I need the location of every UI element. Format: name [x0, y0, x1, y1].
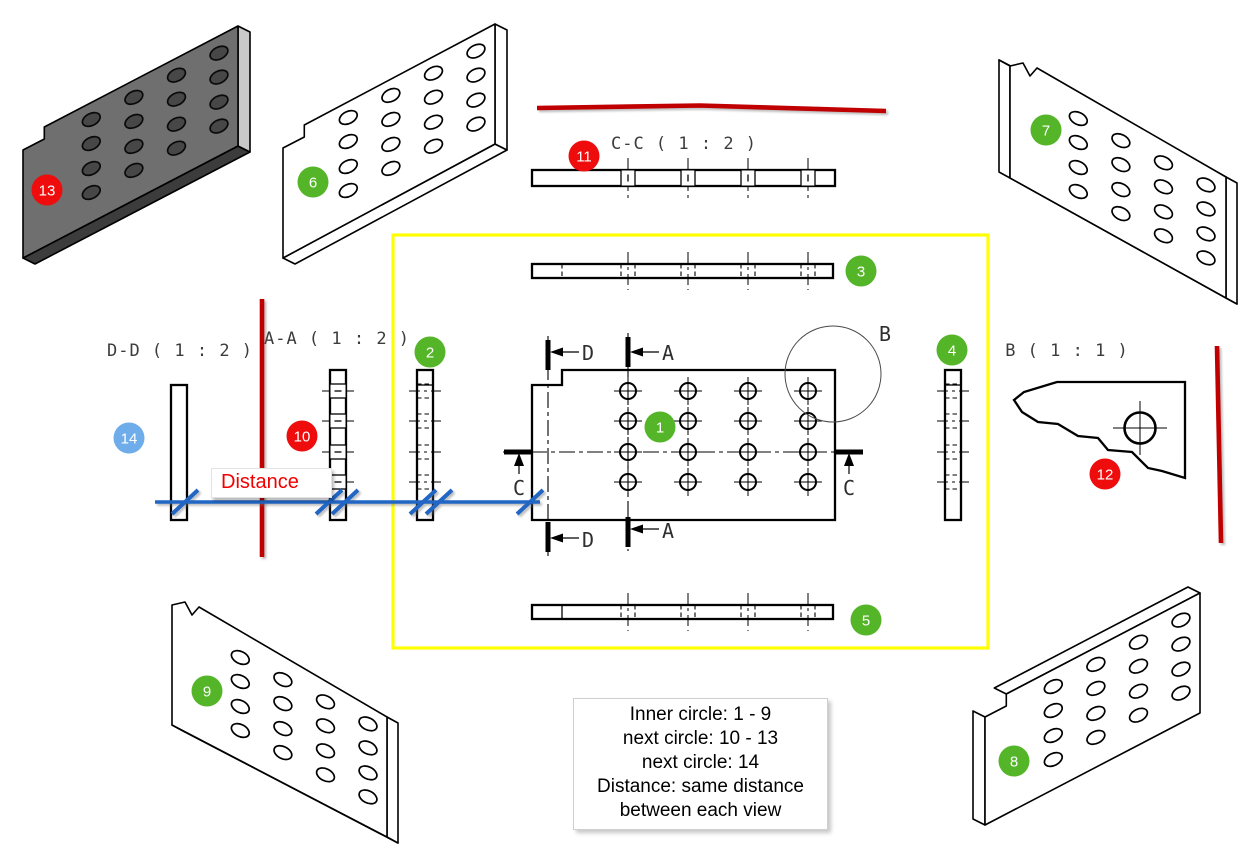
plate-7-holes	[1068, 110, 1216, 266]
badge-14: 14	[113, 422, 145, 454]
plate-8-holes	[1043, 612, 1191, 768]
badge-6: 6	[297, 166, 329, 198]
note-line-2: next circle: 10 - 13	[622, 728, 779, 749]
section-view-cc: C-C ( 1 : 2 )	[530, 134, 837, 198]
note-line-1: Inner circle: 1 - 9	[629, 704, 772, 725]
section-letter-d-bottom: D	[582, 528, 594, 552]
svg-text:4: 4	[948, 343, 956, 360]
svg-text:9: 9	[203, 684, 211, 701]
iso-plate-8	[972, 586, 1201, 826]
badge-7: 7	[1030, 114, 1062, 146]
distance-annotation	[155, 488, 545, 516]
left-side-view-strip	[409, 368, 441, 522]
svg-text:12: 12	[1097, 467, 1114, 484]
plate-9-holes	[230, 649, 378, 805]
svg-text:11: 11	[576, 149, 592, 166]
badge-8: 8	[998, 745, 1030, 777]
marker-lines	[259, 103, 1224, 557]
top-view-strip	[530, 252, 835, 290]
bottom-view-strip	[530, 593, 835, 631]
detail-circle-b	[784, 325, 882, 423]
badge-13: 13	[31, 174, 63, 206]
svg-text:2: 2	[426, 345, 434, 362]
note-box: Inner circle: 1 - 9 next circle: 10 - 13…	[573, 698, 828, 830]
right-side-view-strip	[937, 368, 969, 522]
iso-plate-13	[22, 25, 251, 265]
svg-text:1: 1	[656, 420, 664, 437]
section-view-aa: A-A ( 1 : 2 )	[264, 329, 410, 522]
iso-plate-6	[282, 23, 508, 265]
section-letter-a-top: A	[662, 341, 674, 365]
plate-6-holes	[338, 43, 486, 199]
badge-1: 1	[644, 411, 676, 443]
iso-plate-9	[171, 601, 399, 844]
badge-9: 9	[191, 675, 223, 707]
svg-text:10: 10	[294, 429, 311, 446]
section-letter-c-left: C	[513, 476, 525, 500]
section-letter-d-top: D	[582, 341, 594, 365]
badge-5: 5	[850, 604, 882, 636]
label-aa: A-A ( 1 : 2 )	[264, 329, 410, 349]
iso-plate-7	[998, 59, 1238, 305]
red-marker-line-top	[536, 103, 887, 114]
main-front-view: D A D A C C B	[503, 322, 891, 556]
note-line-4: Distance: same distance	[597, 776, 804, 797]
badge-12: 12	[1089, 458, 1121, 490]
section-letter-c-right: C	[843, 476, 855, 500]
plate-13-holes	[81, 45, 229, 201]
badge-3: 3	[845, 255, 877, 287]
svg-text:14: 14	[121, 431, 138, 448]
red-marker-line-right	[1214, 345, 1224, 544]
badge-2: 2	[414, 336, 446, 368]
section-letter-a-bottom: A	[662, 519, 674, 543]
svg-text:5: 5	[862, 613, 870, 630]
badge-4: 4	[936, 334, 968, 366]
distance-label-text: Distance	[221, 471, 299, 493]
svg-text:7: 7	[1042, 123, 1050, 140]
main-view-holes	[614, 377, 822, 496]
yellow-highlight-box	[391, 233, 990, 650]
detail-view-b: B ( 1 : 1 )	[1005, 341, 1187, 480]
label-b-detail-view: B ( 1 : 1 )	[1005, 341, 1129, 361]
note-line-5: between each view	[619, 800, 782, 821]
label-cc: C-C ( 1 : 2 )	[611, 134, 757, 154]
svg-text:8: 8	[1010, 754, 1018, 771]
detail-circle-b-label: B	[879, 322, 891, 346]
svg-text:13: 13	[39, 183, 56, 200]
note-line-3: next circle: 14	[641, 752, 760, 773]
distance-label: Distance	[211, 468, 332, 498]
label-dd: D-D ( 1 : 2 )	[107, 341, 253, 361]
badge-11: 11	[568, 140, 600, 172]
svg-text:3: 3	[857, 264, 865, 281]
badge-10: 10	[286, 420, 318, 452]
svg-text:6: 6	[309, 175, 317, 192]
section-view-dd: D-D ( 1 : 2 )	[107, 341, 253, 522]
